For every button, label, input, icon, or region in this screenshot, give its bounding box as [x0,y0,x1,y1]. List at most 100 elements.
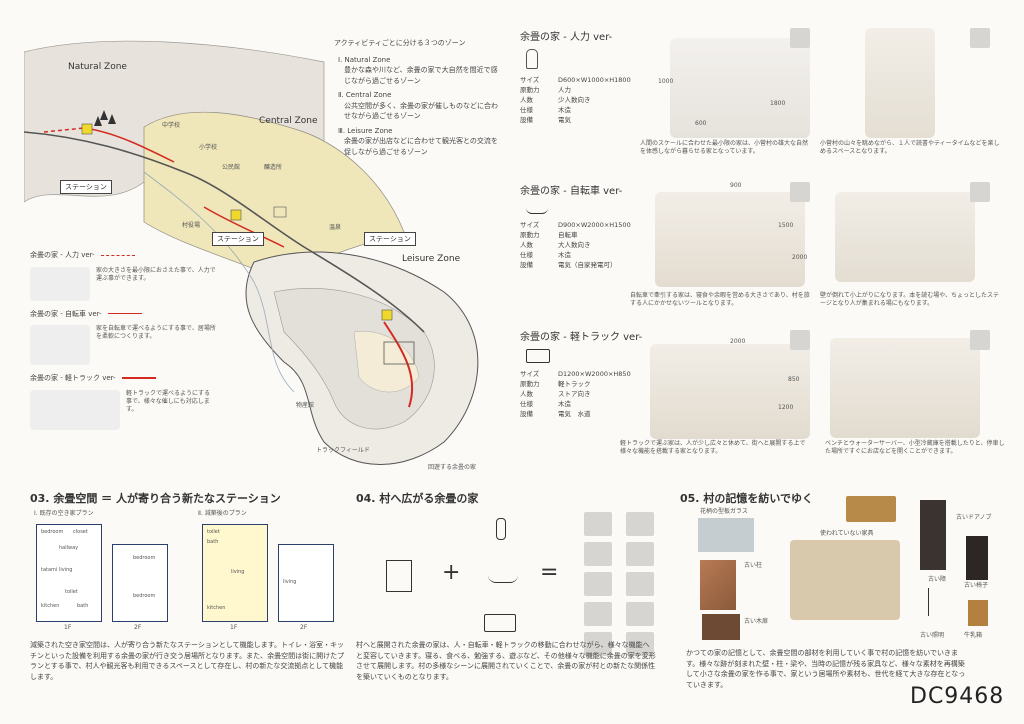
spec-value: 少人数向き [558,96,591,105]
plan-after-label: Ⅱ. 減築後のプラン [198,510,247,517]
room-label: tatami [41,567,58,573]
floor-label: 1F [64,624,72,631]
zone-name-3: Ⅲ. Leisure Zone [338,126,393,135]
spec-key: 原動力 [520,86,540,95]
plus-sign: + [442,560,461,585]
plan-before-1f: bedroom closet hallway living tatami kit… [36,524,102,622]
stool-photo [846,496,896,522]
equals-sign: = [540,560,559,585]
room-label: bath [77,603,89,609]
glass-photo [698,518,754,552]
music-icon [970,28,990,48]
section-04-text: 村へと展開された余畳の家は、人・自転車・軽トラックの移動に合わせながら、様々な機… [356,641,656,681]
plan-before-label: Ⅰ. 既存の空き家プラン [34,510,94,517]
person-icon [496,518,506,540]
room-label: toilet [207,529,220,535]
zones-title: アクティビティごとに分ける３つのゾーン [334,39,466,47]
spec-key: 人数 [520,241,533,250]
legend-desc-truck: 軽トラックで運べるようにする事で、様々な催しにも対応します。 [126,389,211,414]
spec-key: サイズ [520,221,540,229]
reading-house-sketch [865,28,935,138]
village-map: Natural Zone Central Zone Leisure Zone 中… [23,32,504,480]
place-souvenir-shop: 物産館 [296,402,315,409]
place-junior-high: 中学校 [162,122,181,129]
dim-d: 600 [695,120,707,127]
item-shoji: 古い障 [928,576,947,583]
dim-h: 1000 [658,78,674,85]
dim-w: 1800 [770,100,786,107]
legend-label-human: 余畳の家 - 人力 ver- [30,251,95,259]
walking-person-icon [526,49,538,69]
coffee-icon [584,632,612,656]
spec-key: 設備 [520,116,533,125]
spec-key: サイズ [520,370,540,378]
truck-icon [484,614,516,632]
zone-label-natural: Natural Zone [68,62,127,72]
zone-desc-1: 豊かな森や川など、余畳の家で大自然を間近で感じながら過ごせるゾーン [344,66,498,85]
place-village-office: 村役場 [182,222,201,229]
music-icon [626,512,654,536]
station-label-2: ステーション [212,232,264,246]
room-label: living [283,579,297,585]
milk-box-photo [968,600,988,626]
spec-value: 大人数向き [558,241,591,250]
room-label: hallway [59,545,79,551]
food-icon [790,182,810,202]
caption-human-2: 小菅村の山々を眺めながら、１人で読書やティータイムなどを楽しめるスペースとなりま… [820,140,1000,156]
dim-h2: 1500 [778,222,794,229]
zone-name-1: Ⅰ. Natural Zone [338,55,391,64]
function-icon-grid [584,512,660,656]
spec-value: 電気（自家発電可） [558,261,617,270]
bicycle-house-sketch [655,192,805,287]
dim-h3: 850 [788,376,800,383]
zone-label-central: Central Zone [259,116,318,126]
caption-bicycle-1: 自転車で牽引する家は、寝食や余暇を営める大きさであり、村を旅する人にかかせないツ… [630,292,810,308]
human-house-sketch [670,38,810,138]
bicycle-icon [526,203,548,214]
room-label: toilet [65,589,78,595]
cart-icon [30,266,90,301]
zone-desc-2: 公共空間が多く、余畳の家が催しものなどに合わせながら過ごせるゾーン [344,101,498,121]
item-lamp: 古い照明 [920,632,945,639]
caption-bicycle-2: 壁が倒れて小上がりになります。本を読む場や、ちょっとしたステージとなり人が集まれ… [820,292,1000,308]
chat-icon [626,572,654,596]
map-legend: 余畳の家 - 人力 ver- 家の大きさを最小限におさえた事で、人力で運ぶ事がで… [30,250,230,430]
book-icon [584,602,612,626]
dim-d3: 1200 [778,404,794,411]
place-hot-spring: 温泉 [329,224,342,231]
dim-w3: 2000 [730,338,746,345]
caption-human-1: 人間のスケールに合わせた最小限の家は、小菅村の雄大な自然を体感しながら暮らせる家… [640,140,809,156]
item-chair: 古い椅子 [964,582,989,589]
chat-icon [970,330,990,350]
section-04-title: 04. 村へ広がる余畳の家 [356,492,479,505]
station-label-3: ステーション [364,232,416,246]
spec-value: 木造 [558,400,571,409]
pillar-photo [700,560,736,610]
section-03: 03. 余畳空間 ＝ 人が寄り合う新たなステーション Ⅰ. 既存の空き家プラン … [30,490,350,720]
spec-value: 軽トラック [558,380,591,389]
suitcase-icon [626,602,654,626]
bag-icon [790,330,810,350]
place-community-hall: 公民館 [222,164,241,171]
spec-value: D900×W2000×H1500 [558,221,631,229]
room-label: closet [73,529,88,535]
dim-d2: 900 [730,182,742,189]
bottle-icon [626,542,654,566]
bowl-icon [584,572,612,596]
room-label: bath [207,539,219,545]
item-doorknob: 古いドアノブ [956,514,992,521]
spec-value: ストア向き [558,390,591,399]
section-03-text: 減築された空き家空間は、人が寄り合う新たなステーションとして機能します。トイレ・… [30,641,345,681]
sleep-icon [790,28,810,48]
spec-value: 電気 [558,116,571,125]
house-icon [386,560,412,592]
spec-key: サイズ [520,76,540,84]
floor-label: 1F [230,624,238,631]
spec-value: 木造 [558,106,571,115]
bicycle-house-icon [30,325,90,365]
spec-key: 原動力 [520,231,540,240]
wine-icon [626,632,654,656]
zone-label-leisure: Leisure Zone [402,254,461,264]
